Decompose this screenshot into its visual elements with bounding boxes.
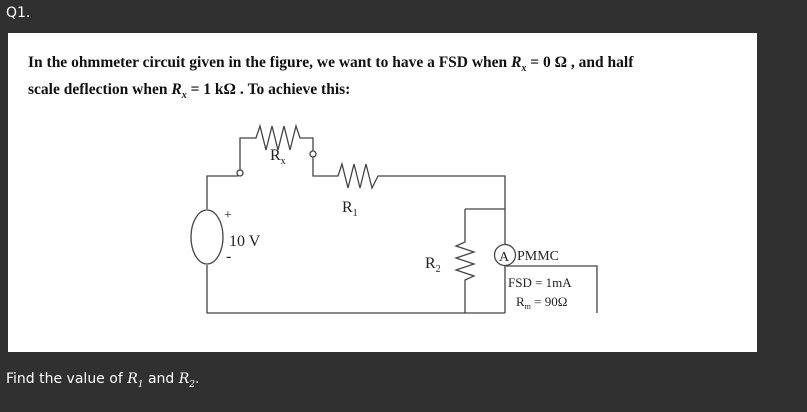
voltage-source <box>190 209 224 265</box>
question-label: Q1. <box>6 5 31 21</box>
rx-terminal-left <box>236 169 244 177</box>
r1-resistor <box>330 161 384 190</box>
ohmmeter-circuit-diagram: Rx R1 R2 + - 10 V A PMMC FSD = 1mA Rm = … <box>190 123 598 314</box>
meter-box-border <box>505 265 598 313</box>
r2-symbol: R2 <box>178 371 196 390</box>
question-image: In the ohmmeter circuit given in the fig… <box>8 33 757 352</box>
meter-rm: Rm = 90Ω <box>516 294 567 311</box>
r1-symbol: R1 <box>127 371 144 390</box>
wire-rx-r1 <box>312 157 330 177</box>
source-value: 10 V <box>229 233 261 250</box>
wire-top-right <box>384 175 506 244</box>
rx-symbol-2: Rx <box>171 81 187 102</box>
rx-label: Rx <box>270 147 286 167</box>
meter-type: PMMC <box>517 249 559 264</box>
wire-left-top <box>206 175 238 209</box>
ammeter-symbol <box>493 243 517 267</box>
rx-terminal-right <box>309 150 317 158</box>
meter-fsd: FSD = 1mA <box>508 275 572 290</box>
rx-resistor <box>239 123 314 170</box>
problem-line2-end: = 1 kΩ . To achieve this: <box>190 81 351 99</box>
r2-resistor <box>453 209 477 313</box>
problem-line1-end: = 0 Ω , and half <box>530 54 634 71</box>
problem-line2-text: scale deflection when <box>28 81 168 99</box>
wire-bottom <box>206 265 505 314</box>
problem-statement: In the ohmmeter circuit given in the fig… <box>28 52 748 106</box>
r1-label: R1 <box>342 199 358 219</box>
source-plus: + <box>224 208 232 223</box>
problem-line1-text: In the ohmmeter circuit given in the fig… <box>28 54 508 71</box>
meter-symbol: A <box>499 250 510 265</box>
rx-symbol: Rx <box>511 54 527 75</box>
source-minus: - <box>226 248 231 265</box>
r2-label: R2 <box>425 255 441 275</box>
find-instruction: Find the value of R1 and R2. <box>6 371 200 390</box>
